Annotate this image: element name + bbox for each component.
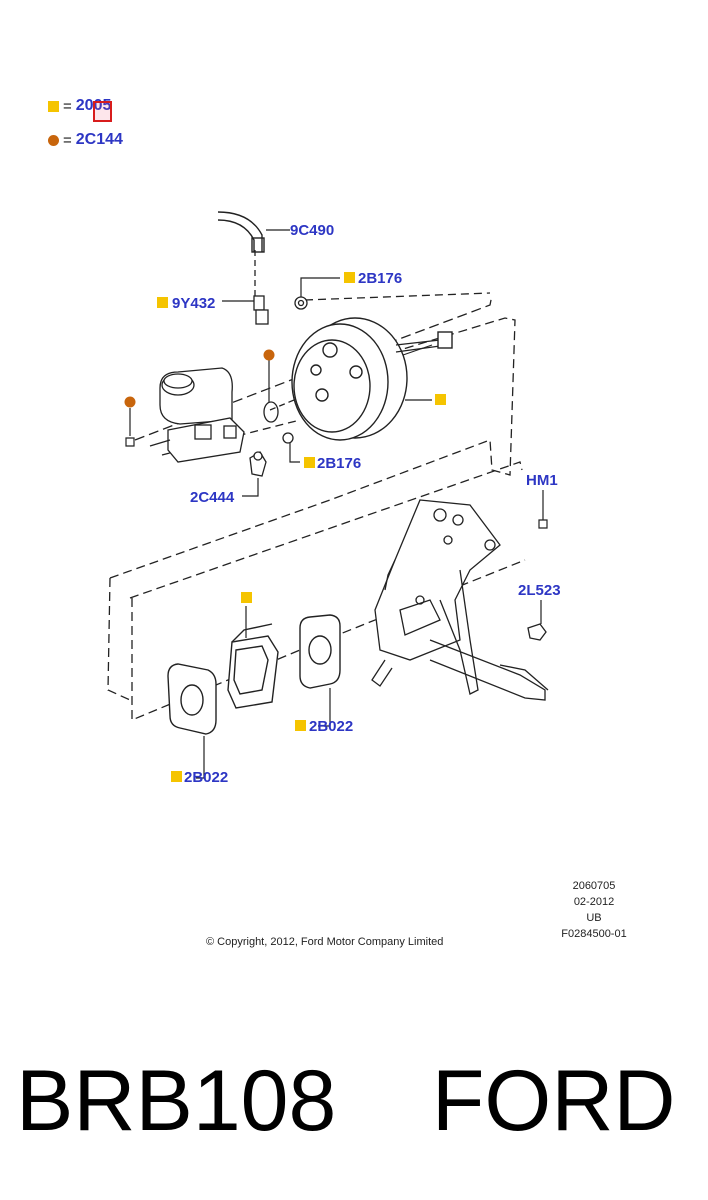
label-2B176-top: 2B176 bbox=[358, 270, 402, 287]
bolt-2l523 bbox=[527, 623, 547, 641]
nut-small bbox=[125, 437, 135, 447]
copyright-text: © Copyright, 2012, Ford Motor Company Li… bbox=[206, 936, 444, 948]
label-2B176-mid: 2B176 bbox=[317, 455, 361, 472]
check-valve bbox=[253, 295, 269, 325]
yellow-square-icon bbox=[435, 394, 446, 405]
part-caption: BRB108 FORD bbox=[16, 1053, 676, 1149]
label-2B022-right: 2B022 bbox=[309, 718, 353, 735]
dashed-frame-upper bbox=[109, 317, 516, 579]
label-2B022-left: 2B022 bbox=[184, 769, 228, 786]
yellow-square-icon bbox=[48, 100, 59, 112]
brake-booster bbox=[291, 317, 453, 441]
hose-connector bbox=[249, 451, 267, 477]
yellow-square-icon bbox=[241, 592, 252, 603]
yellow-square-icon bbox=[295, 720, 306, 731]
stamp-line-4: F0284500-01 bbox=[561, 928, 627, 940]
grommet-top bbox=[294, 296, 308, 310]
highlight-box bbox=[93, 101, 112, 122]
orange-circle-icon bbox=[48, 134, 59, 146]
yellow-square-icon bbox=[157, 297, 168, 308]
bolt-hm1 bbox=[538, 519, 548, 529]
yellow-square-icon bbox=[344, 272, 355, 283]
gasket-right bbox=[299, 614, 341, 689]
stamp-line-3: UB bbox=[586, 912, 602, 924]
vacuum-hose bbox=[217, 211, 265, 253]
label-2L523: 2L523 bbox=[518, 582, 561, 599]
spacer-block bbox=[227, 623, 279, 709]
drawing-stamp: 2060705 02-2012 UB F0284500-01 bbox=[554, 878, 634, 942]
dashed-frame-inner bbox=[129, 461, 523, 599]
brake-booster-diagram: 9C490 2B176 9Y432 2B176 2C444 HM1 2L523 … bbox=[107, 211, 561, 786]
label-2C444: 2C444 bbox=[190, 489, 235, 506]
legend-row-circle: = 2C144 bbox=[48, 131, 123, 149]
stamp-line-1: 2060705 bbox=[572, 880, 616, 892]
yellow-square-icon bbox=[171, 771, 182, 782]
dashed-axis-top bbox=[134, 294, 493, 441]
dashed-axis-stud bbox=[304, 292, 491, 301]
label-9Y432: 9Y432 bbox=[172, 295, 215, 312]
label-9C490: 9C490 bbox=[290, 222, 334, 239]
label-HM1: HM1 bbox=[526, 472, 558, 489]
gasket-left bbox=[167, 663, 217, 735]
master-cylinder bbox=[149, 367, 245, 463]
legend-equals: = bbox=[63, 131, 72, 149]
legend-code-2C144[interactable]: 2C144 bbox=[75, 131, 123, 148]
pedal-box bbox=[371, 499, 549, 701]
orange-circle-icon bbox=[263, 349, 275, 361]
grommet-mid bbox=[282, 432, 294, 444]
dashed-frame-left bbox=[107, 577, 131, 701]
legend-equals: = bbox=[63, 97, 72, 115]
yellow-square-icon bbox=[304, 457, 315, 468]
orange-circle-icon bbox=[124, 396, 136, 408]
o-ring bbox=[263, 401, 279, 423]
stamp-line-2: 02-2012 bbox=[573, 896, 615, 908]
